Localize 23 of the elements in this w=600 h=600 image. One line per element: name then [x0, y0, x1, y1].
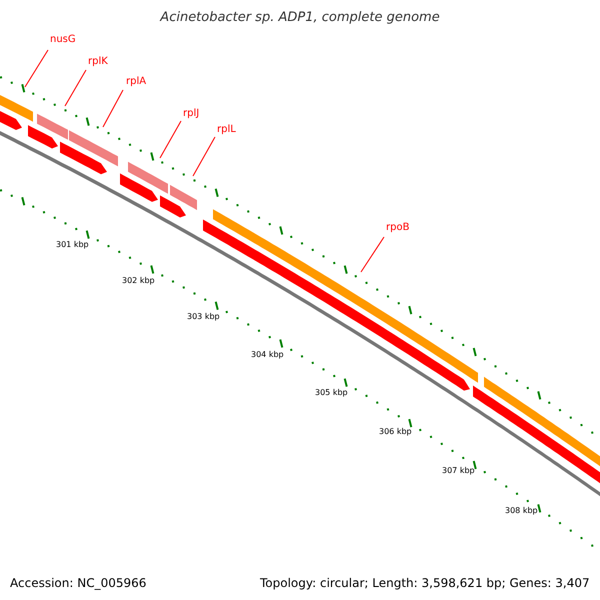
leader-line [24, 50, 48, 88]
leader-line [64, 70, 86, 106]
leader-line [102, 90, 124, 128]
scale-label: 302 kbp [122, 276, 155, 285]
footer-note: Topology: circular; Length: 3,598,621 bp; Genes: 3,407 [260, 576, 590, 590]
footer-note: Accession: NC_005966 [10, 576, 146, 590]
gene-label: rplL [217, 124, 236, 135]
scale-label: 308 kbp [505, 506, 538, 515]
diagram-title: Acinetobacter sp. ADP1, complete genome [158, 10, 441, 25]
gene-label: rpoB [386, 222, 410, 233]
scale-label: 305 kbp [315, 388, 348, 397]
gene-label: rplJ [183, 108, 200, 119]
scale-label: 304 kbp [251, 350, 284, 359]
scale-label: 306 kbp [379, 427, 412, 436]
scale-label: 303 kbp [187, 312, 220, 321]
leader-line [160, 120, 182, 158]
gene-label: rplK [88, 56, 108, 67]
leader-line [360, 236, 384, 272]
scale-label: 301 kbp [56, 240, 89, 249]
gene-label: nusG [50, 34, 76, 45]
scale-label: 307 kbp [442, 466, 475, 475]
leader-line [192, 136, 216, 176]
gene-label: rplA [126, 76, 146, 87]
